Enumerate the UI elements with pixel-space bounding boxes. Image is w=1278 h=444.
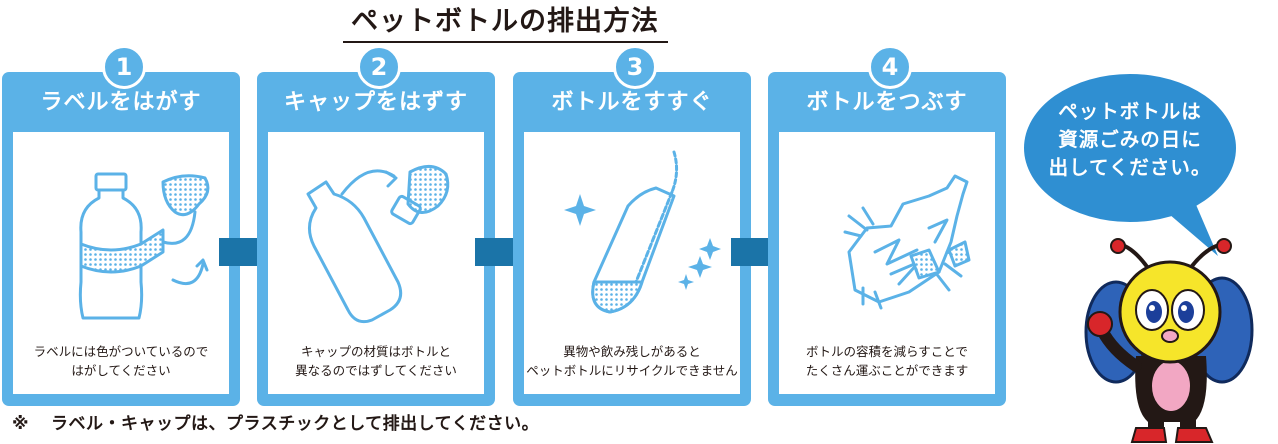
step-number-3: 3 [613, 45, 657, 89]
title-underline [343, 41, 668, 43]
step-card-4: 4 ボトルをつぶす ボトルの容積を減らすことで たくさん運ぶことができます [768, 45, 1006, 406]
step-desc-1-line1: ラベルには色がついているので [33, 344, 209, 359]
footnote-text: ラベル・キャップは、プラスチックとして排出してください。 [51, 414, 540, 434]
step-desc-2: キャップの材質はボトルと 異なるのではずしてください [268, 342, 484, 380]
rinse-bottle-icon [564, 150, 721, 314]
bubble-line2: 資源ごみの日に [1058, 128, 1202, 151]
peel-label-icon [78, 172, 210, 320]
step-desc-3-line2: ペットボトルにリサイクルできません [526, 363, 738, 378]
remove-cap-icon [306, 165, 450, 324]
step-card-2: 2 キャップをはずす キャップの材質はボトルと 異なるのではずしてください [257, 45, 495, 406]
step-desc-4: ボトルの容積を減らすことで たくさん運ぶことができます [779, 342, 995, 380]
bubble-line1: ペットボトルは [1058, 100, 1202, 123]
step-desc-4-line1: ボトルの容積を減らすことで [806, 344, 968, 359]
page-title: ペットボトルの排出方法 [351, 6, 659, 37]
speech-bubble: ペットボトルは 資源ごみの日に 出してください。 [1022, 70, 1254, 260]
step-desc-3-line1: 異物や飲み残しがあると [563, 344, 701, 359]
step-title-3: ボトルをすすぐ [551, 90, 713, 115]
step-desc-1-line2: はがしてください [71, 363, 171, 378]
step-desc-1: ラベルには色がついているので はがしてください [13, 342, 229, 380]
step-card-1: 1 ラベルをはがす ラベルには色がついているので はがしてください [2, 45, 240, 406]
step-panel-3: 異物や飲み残しがあると ペットボトルにリサイクルできません [524, 132, 740, 394]
step-number-4: 4 [868, 45, 912, 89]
speech-bubble-shape [1024, 74, 1236, 256]
step-title-1: ラベルをはがす [40, 90, 202, 115]
bubble-text: ペットボトルは 資源ごみの日に 出してください。 [1022, 98, 1238, 182]
bubble-line3: 出してください。 [1048, 156, 1212, 179]
bee-mascot-icon [1084, 238, 1254, 443]
step-title-2: キャップをはずす [283, 90, 468, 115]
step-desc-3: 異物や飲み残しがあると ペットボトルにリサイクルできません [524, 342, 740, 380]
step-desc-4-line2: たくさん運ぶことができます [805, 363, 969, 378]
step-desc-2-line1: キャップの材質はボトルと [300, 344, 451, 359]
footnote: ※ ラベル・キャップは、プラスチックとして排出してください。 [12, 412, 539, 436]
step-number-2: 2 [357, 45, 401, 89]
step-panel-2: キャップの材質はボトルと 異なるのではずしてください [268, 132, 484, 394]
step-title-4: ボトルをつぶす [806, 90, 968, 115]
step-panel-4: ボトルの容積を減らすことで たくさん運ぶことができます [779, 132, 995, 394]
footnote-mark: ※ [12, 414, 30, 434]
step-number-1: 1 [102, 45, 146, 89]
step-panel-1: ラベルには色がついているので はがしてください [13, 132, 229, 394]
step-card-3: 3 ボトルをすすぐ 異物や飲み残しがあると ペットボトルにリサイクルできません [513, 45, 751, 406]
step-desc-2-line2: 異なるのではずしてください [295, 363, 457, 378]
crush-bottle-icon [843, 174, 971, 310]
